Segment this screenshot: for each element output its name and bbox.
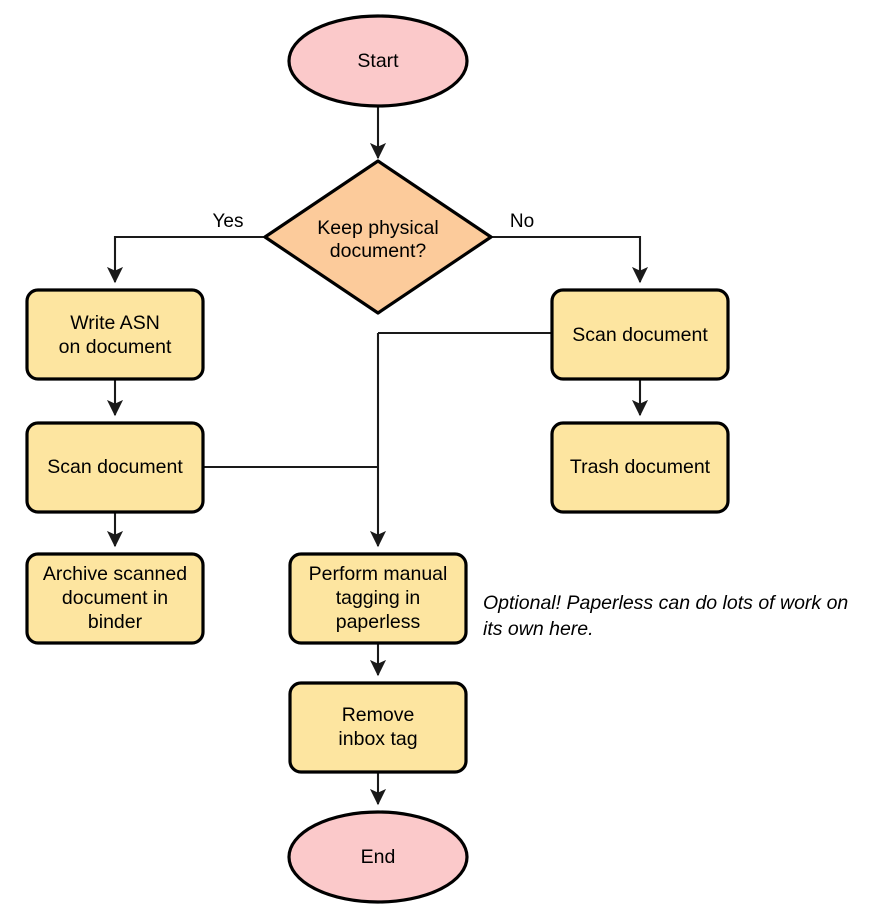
node-keep-physical-line-2: document?: [330, 240, 427, 262]
node-manual-tagging-line-3: paperless: [336, 611, 421, 633]
node-remove-inbox-tag-line-2: inbox tag: [338, 728, 417, 750]
node-scan-document-left-label: Scan document: [47, 456, 183, 478]
decision-diamond-shape: [263, 159, 493, 315]
node-manual-tagging-line-1: Perform manual: [309, 563, 448, 585]
node-keep-physical-line-1: Keep physical: [317, 217, 438, 239]
connectors-layer: [106, 106, 649, 806]
annotation-optional-note: Optional! Paperless can do lots of work …: [483, 592, 848, 640]
scan-document-right-rect-shape: [550, 288, 730, 381]
node-scan-document-right[interactable]: Scan document: [550, 288, 730, 381]
node-scan-document-left[interactable]: Scan document: [25, 421, 205, 514]
edge-labels-layer: Yes No: [213, 211, 535, 232]
edge-label-yes: Yes: [213, 211, 244, 232]
remove-inbox-tag-rect-shape: [288, 681, 468, 774]
manual-tagging-rect-shape: [288, 552, 468, 645]
annotation-optional-note-line-1: Optional! Paperless can do lots of work …: [483, 592, 848, 614]
node-start-label: Start: [357, 50, 399, 72]
trash-document-rect-shape: [550, 421, 730, 514]
edge-decision-no-to-scan-right: [491, 235, 649, 284]
node-end-label: End: [361, 846, 396, 868]
node-manual-tagging-line-2: tagging in: [336, 587, 421, 609]
node-archive-binder-line-1: Archive scanned: [43, 563, 187, 585]
archive-binder-rect-shape: [25, 552, 205, 645]
node-remove-inbox-tag-line-1: Remove: [342, 704, 415, 726]
node-start[interactable]: Start: [287, 14, 469, 108]
edge-label-no: No: [510, 211, 534, 232]
node-archive-binder[interactable]: Archive scanned document in binder: [25, 552, 205, 645]
node-write-asn-line-1: Write ASN: [70, 312, 160, 334]
node-write-asn[interactable]: Write ASN on document: [25, 288, 205, 381]
scan-document-left-rect-shape: [25, 421, 205, 514]
start-ellipse-shape: [287, 14, 469, 108]
end-ellipse-shape: [287, 810, 469, 904]
node-scan-document-right-label: Scan document: [572, 324, 708, 346]
node-archive-binder-line-3: binder: [88, 611, 143, 633]
node-remove-inbox-tag[interactable]: Remove inbox tag: [288, 681, 468, 774]
node-end[interactable]: End: [287, 810, 469, 904]
node-archive-binder-line-2: document in: [62, 587, 168, 609]
node-trash-document[interactable]: Trash document: [550, 421, 730, 514]
node-write-asn-line-2: on document: [59, 336, 172, 358]
node-manual-tagging[interactable]: Perform manual tagging in paperless: [288, 552, 468, 645]
node-trash-document-label: Trash document: [570, 456, 711, 478]
node-keep-physical-document[interactable]: Keep physical document?: [263, 159, 493, 315]
annotation-optional-note-line-2: its own here.: [483, 618, 594, 640]
write-asn-rect-shape: [25, 288, 205, 381]
edge-decision-yes-to-write-asn: [106, 235, 265, 284]
